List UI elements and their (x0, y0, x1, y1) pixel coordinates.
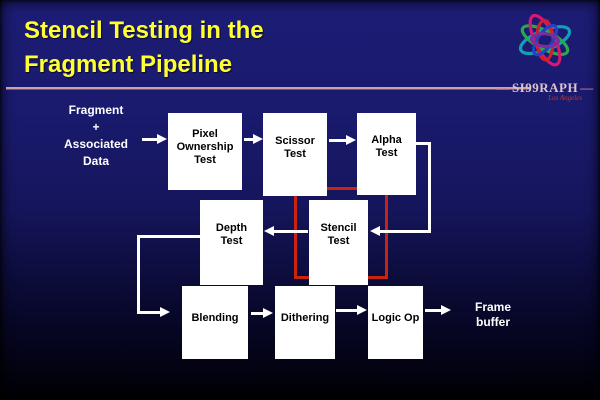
logo-city-label: Los Angeles (548, 94, 582, 102)
frame-buffer-label: Frame buffer (474, 300, 512, 329)
slide-title: Stencil Testing in the Fragment Pipeline (24, 17, 264, 78)
title-underline (6, 87, 530, 90)
arrowhead-blending-to-dithering-icon (263, 308, 273, 318)
connector-depth-down (137, 235, 140, 314)
arrowhead-pixel-to-scissor-icon (253, 134, 263, 144)
fragment-source-label: Fragment + Associated Data (63, 103, 129, 168)
siggraph-logo: — SI99RAPH — Los Angeles (494, 2, 596, 108)
arrowhead-into-blending-icon (160, 307, 170, 317)
arrowhead-into-depth-icon (264, 226, 274, 236)
arrowhead-logicop-to-framebuffer-icon (441, 305, 451, 315)
arrowhead-scissor-to-alpha-icon (346, 135, 356, 145)
box-pixel-ownership-test: Pixel Ownership Test (168, 113, 242, 190)
logo-wordmark: — SI99RAPH — (494, 80, 596, 96)
arrow-fragment-to-pixel (142, 138, 158, 141)
box-alpha-test: Alpha Test (357, 113, 416, 195)
arrow-blending-to-dithering (251, 312, 264, 315)
arrow-dithering-to-logicop (336, 309, 358, 312)
logo-right-dash: — (580, 80, 594, 95)
arrow-logicop-to-framebuffer (425, 309, 442, 312)
box-dithering: Dithering (275, 286, 335, 359)
connector-depth-to-blending (140, 311, 161, 314)
arrowhead-fragment-to-pixel-icon (157, 134, 167, 144)
arrowhead-into-stencil-icon (370, 226, 380, 236)
logo-wordmark-text: SI99RAPH (511, 80, 579, 95)
box-depth-test: Depth Test (200, 200, 263, 285)
arrow-scissor-to-alpha (329, 139, 347, 142)
connector-alpha-down (428, 142, 431, 233)
arrow-stencil-to-depth (274, 230, 308, 233)
box-stencil-test: Stencil Test (309, 200, 368, 285)
logo-knot-icon (518, 13, 572, 67)
connector-depth-left (137, 235, 200, 238)
arrow-pixel-to-scissor (244, 138, 254, 141)
connector-alpha-right (416, 142, 431, 145)
connector-alpha-to-stencil (380, 230, 431, 233)
box-logic-op: Logic Op (368, 286, 423, 359)
arrowhead-dithering-to-logicop-icon (357, 305, 367, 315)
box-blending: Blending (182, 286, 248, 359)
logo-left-dash: — (496, 80, 510, 95)
box-scissor-test: Scissor Test (263, 113, 327, 196)
